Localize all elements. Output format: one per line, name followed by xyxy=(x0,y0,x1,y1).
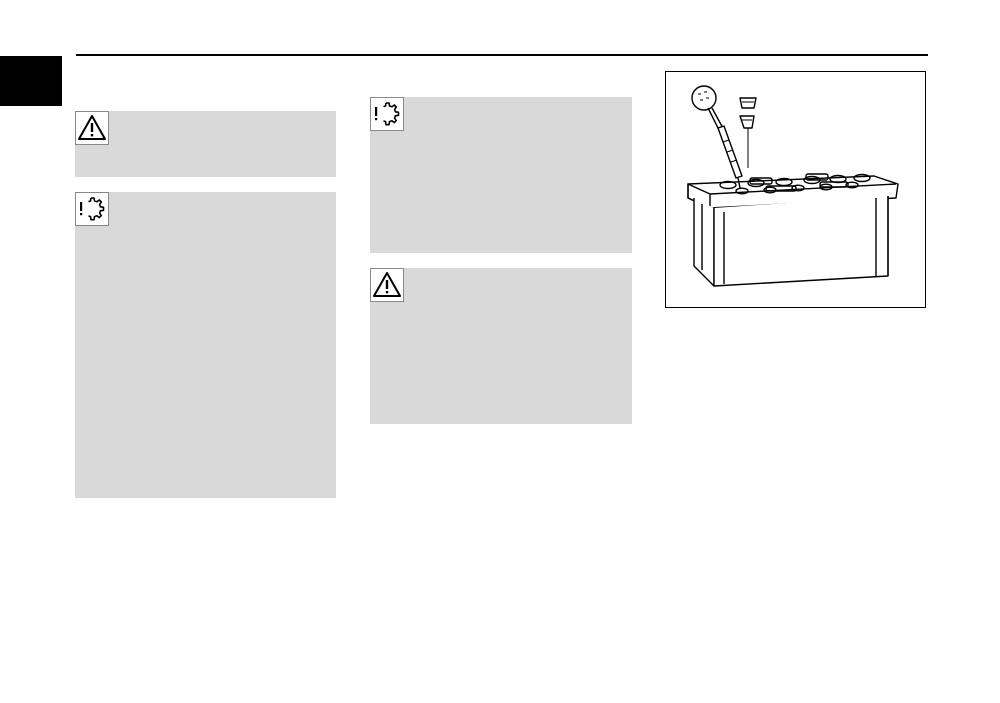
battery-figure xyxy=(665,71,926,308)
battery-hydrometer-illustration xyxy=(687,85,899,287)
header-rule xyxy=(76,54,928,56)
gear-caution-icon xyxy=(75,192,109,226)
warning-triangle-icon xyxy=(370,268,404,302)
warning-triangle-icon xyxy=(75,111,109,145)
caution-notice-2 xyxy=(370,97,632,253)
warning-notice-2 xyxy=(370,268,632,424)
section-tab-marker xyxy=(0,56,62,106)
caution-notice-1 xyxy=(75,192,336,498)
gear-caution-icon xyxy=(370,97,404,131)
warning-notice-1 xyxy=(75,111,336,177)
